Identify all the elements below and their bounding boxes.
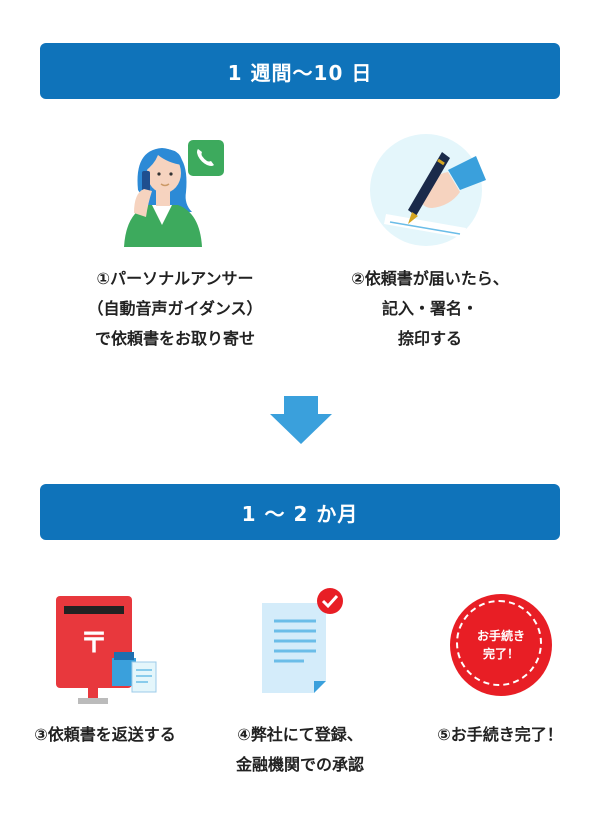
step-2-line-2: 記入・署名・ [381, 299, 478, 318]
step-1-line-3: で依頼書をお取り寄せ [94, 329, 255, 348]
document-icon [262, 588, 343, 693]
step-4-line-1: ④弊社にて登録、 [237, 725, 363, 744]
phase-1-banner: 1 週間〜10 日 [40, 43, 560, 99]
step-2-text: ②依頼書が届いたら、 記入・署名・ 捺印する [330, 264, 530, 354]
svg-text:〒: 〒 [80, 626, 108, 659]
step-2-line-1: ②依頼書が届いたら、 [351, 269, 509, 288]
badge-line-2: 完了！ [482, 647, 519, 661]
check-icon [317, 588, 343, 614]
pen-icon [408, 152, 450, 224]
step-1-text: ①パーソナルアンサー （自動音声ガイダンス） で依頼書をお取り寄せ [70, 264, 280, 354]
woman-phone-illustration [124, 140, 224, 247]
step-4-line-2: 金融機関での承認 [235, 755, 364, 774]
phase-1-title: 1 週間〜10 日 [227, 60, 373, 85]
hand-writing-illustration [370, 134, 486, 246]
completion-badge: お手続き 完了！ [450, 594, 552, 696]
step-5-text: ⑤お手続き完了！ [410, 720, 590, 750]
step-2-line-3: 捺印する [397, 329, 462, 348]
postbox-icon: 〒 [56, 596, 157, 704]
step-3-text: ③依頼書を返送する [10, 720, 200, 750]
badge-line-1: お手続き [476, 629, 525, 643]
down-arrow-icon [270, 396, 332, 444]
step-4-text: ④弊社にて登録、 金融機関での承認 [210, 720, 390, 780]
step-5-line-1: ⑤お手続き完了！ [437, 725, 563, 744]
step-3-line-1: ③依頼書を返送する [34, 725, 176, 744]
phase-2-banner: 1 〜 2 か月 [40, 484, 560, 540]
phone-icon [188, 140, 224, 176]
step-1-line-2: （自動音声ガイダンス） [87, 299, 263, 318]
step-1-line-1: ①パーソナルアンサー [96, 269, 254, 288]
phase-2-title: 1 〜 2 か月 [241, 501, 359, 526]
